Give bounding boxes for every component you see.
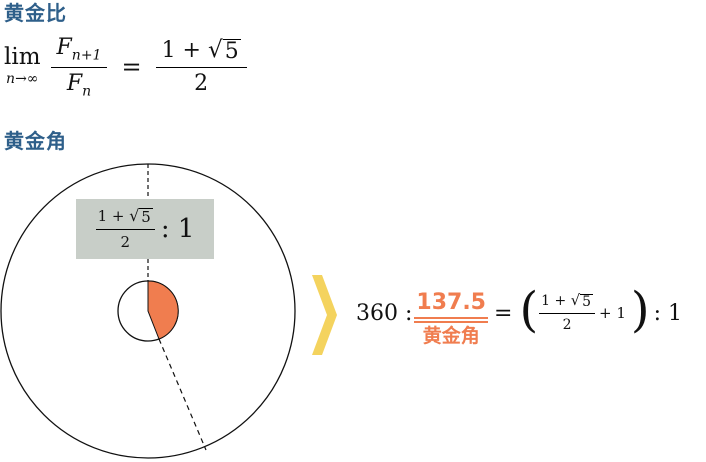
golden-angle-diagram (0, 163, 337, 459)
full-circle-term: 360 : (356, 300, 413, 326)
close-parenthesis: ) (630, 282, 650, 338)
denominator-subscript: n (82, 82, 92, 99)
radicand: 5 (222, 38, 241, 64)
limit-subscript: n→∞ (6, 71, 39, 88)
golden-angle-caption: 黄金角 (422, 324, 480, 347)
golden-ratio-limit-formula: lim n→∞ Fn+1 Fn = 1 + √5 2 (4, 30, 247, 104)
ratio-label-tail: : 1 (160, 214, 195, 244)
result-numerator-prefix: 1 + (541, 292, 567, 309)
golden-angle-double-rule (414, 316, 488, 323)
ratio-label-radicand: 5 (139, 208, 153, 227)
plus-one-term: + 1 (599, 304, 626, 322)
fraction-denominator: Fn (50, 66, 108, 99)
fraction-numerator: Fn+1 (51, 35, 108, 66)
fibonacci-ratio-fraction: Fn+1 Fn (50, 35, 108, 99)
golden-ratio-denominator: 2 (155, 67, 247, 96)
radical-sign: √ (208, 36, 223, 63)
golden-angle-heading: 黄金角 (4, 129, 67, 153)
ratio-label-square-root: √5 (129, 208, 153, 226)
limit-operator: lim n→∞ (4, 46, 41, 87)
numerator-variable: F (56, 35, 72, 61)
result-fraction-denominator: 2 (539, 313, 595, 333)
ratio-label-radical-sign: √ (129, 206, 140, 226)
ratio-label-box: 1 + √5 2 : 1 (76, 199, 214, 259)
golden-angle-value: 137.5 (416, 289, 486, 315)
golden-angle-value-block: 137.5 黄金角 (414, 289, 488, 348)
limit-word: lim (4, 44, 41, 71)
result-radical-sign: √ (570, 291, 581, 309)
golden-ratio-heading: 黄金比 (4, 1, 67, 25)
golden-angle-result-formula: 360 : 137.5 黄金角 = ( 1 + √5 2 + 1 ) : 1 (356, 282, 706, 347)
denominator-variable: F (66, 70, 83, 96)
result-square-root: √5 (570, 291, 593, 310)
ratio-label-numerator: 1 + √5 (96, 207, 155, 229)
chevron-right-arrow-icon (312, 275, 337, 355)
numerator-prefix: 1 + (161, 37, 201, 63)
result-tail: : 1 (653, 300, 683, 326)
open-parenthesis: ( (519, 282, 539, 338)
ratio-label-denominator: 2 (95, 228, 155, 251)
equals-sign: = (121, 53, 142, 81)
ratio-label-prefix: 1 + (97, 207, 125, 226)
golden-ratio-numerator: 1 + √5 (156, 38, 247, 67)
result-radicand: 5 (580, 293, 593, 310)
golden-ratio-fraction: 1 + √5 2 (155, 38, 247, 96)
ratio-label-fraction: 1 + √5 2 (95, 207, 155, 251)
result-fraction-numerator: 1 + √5 (539, 293, 595, 313)
dashed-radius-angled (158, 338, 207, 451)
square-root: √5 (208, 36, 241, 64)
numerator-subscript: n+1 (71, 47, 102, 64)
golden-angle-sector (147, 280, 179, 340)
result-equals-sign: = (494, 300, 513, 326)
result-golden-ratio-fraction: 1 + √5 2 (539, 293, 595, 333)
